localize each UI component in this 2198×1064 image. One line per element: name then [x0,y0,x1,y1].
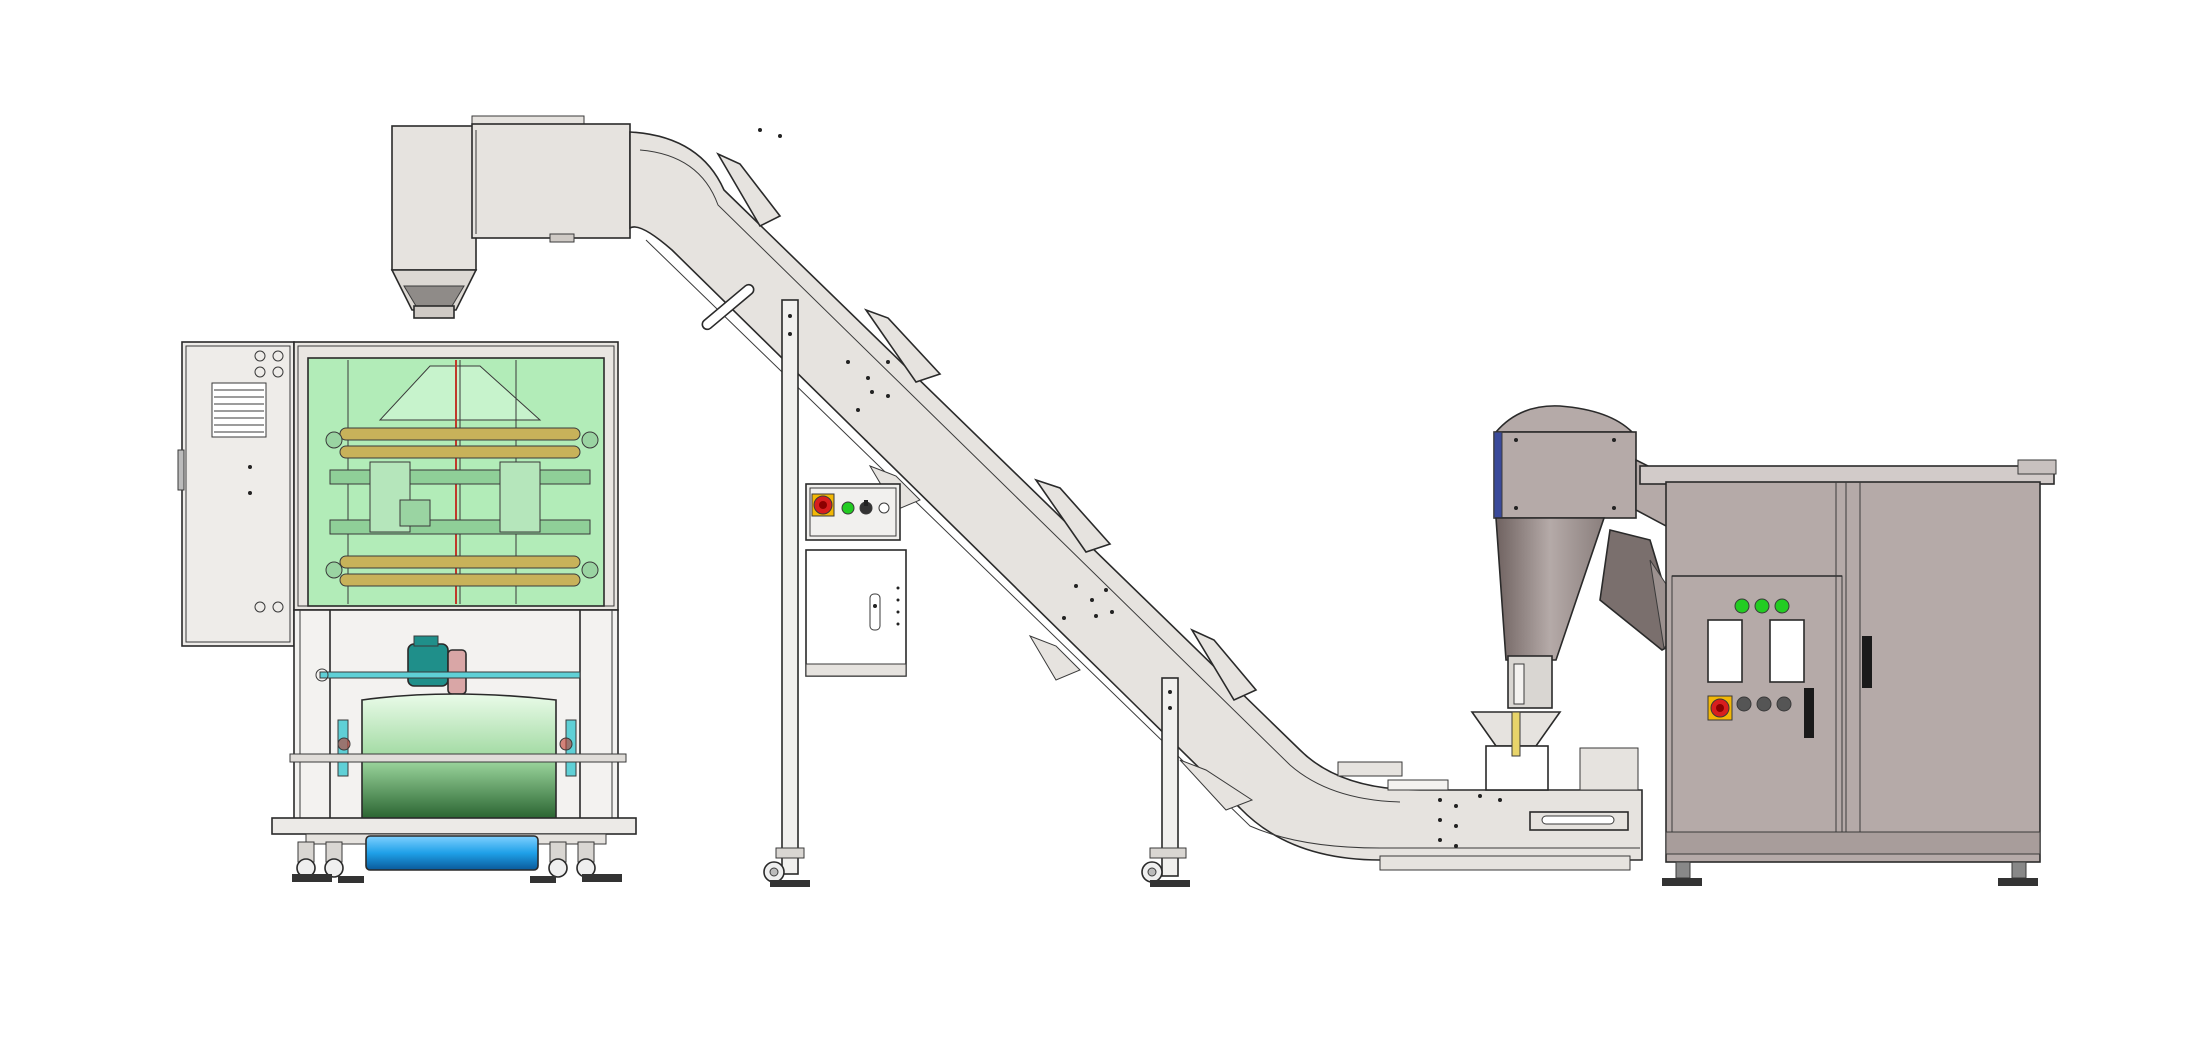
transparent-safety-guard [307,357,605,607]
film-unwind-section [271,609,637,871]
packaging-machine [177,125,637,883]
feeder-cabinet-unit [1493,405,2057,886]
indicator-light-icon [1754,598,1770,614]
leveling-foot-icon [1150,880,1190,887]
conveyor-feed-inlet [1387,711,1639,831]
feeder-dome [1494,405,1634,433]
selector-switch-icon[interactable] [1756,696,1772,712]
emergency-stop-icon[interactable] [811,493,835,517]
selector-switch-icon[interactable] [1736,696,1752,712]
caster-wheel-icon [1141,847,1187,883]
leveling-foot-icon [1998,861,2038,886]
door-lock-icon[interactable] [869,593,881,631]
packager-casters [292,841,622,883]
conveyor-support-leg-1 [763,299,907,887]
leveling-foot-icon [292,874,332,882]
selector-switch-icon[interactable] [878,502,890,514]
conveyor-control-panel [805,483,901,541]
indicator-light-icon [1774,598,1790,614]
selector-switch-icon[interactable] [1776,696,1792,712]
caster-wheel-icon [296,841,316,878]
caster-wheel-icon [576,841,596,878]
leveling-foot-icon [1662,861,1702,886]
side-electrical-cabinet [177,341,295,647]
tension-adjust-slot [701,283,755,331]
door-handle-right[interactable] [1862,636,1872,688]
leveling-foot-icon [338,876,364,883]
incline-conveyor [471,115,1643,887]
emergency-stop-icon[interactable] [1707,695,1733,721]
packager-frame [293,341,619,611]
feeder-cone-hopper [1495,517,1606,661]
indicator-light-icon [1734,598,1750,614]
display-window-right [1769,619,1805,683]
vent-grille-icon [211,382,267,438]
caster-wheel-icon [548,841,568,878]
caster-wheel-icon [324,841,344,878]
conveyor-electrical-box [805,549,907,677]
control-cabinet [1662,481,2041,886]
conveyor-support-leg-2 [1141,677,1190,887]
leveling-foot-icon [770,880,810,887]
conveyor-bolt-holes [758,128,1502,848]
selector-switch-icon[interactable] [859,500,873,515]
indicator-light-icon [841,501,855,515]
leveling-foot-icon [530,876,556,883]
weigher-hopper [390,125,478,319]
conveyor-flanges [716,152,1631,871]
conveyor-head-box [471,115,631,243]
display-window-left [1707,619,1743,683]
door-handle-left[interactable] [1804,688,1814,738]
leveling-foot-icon [582,874,622,882]
